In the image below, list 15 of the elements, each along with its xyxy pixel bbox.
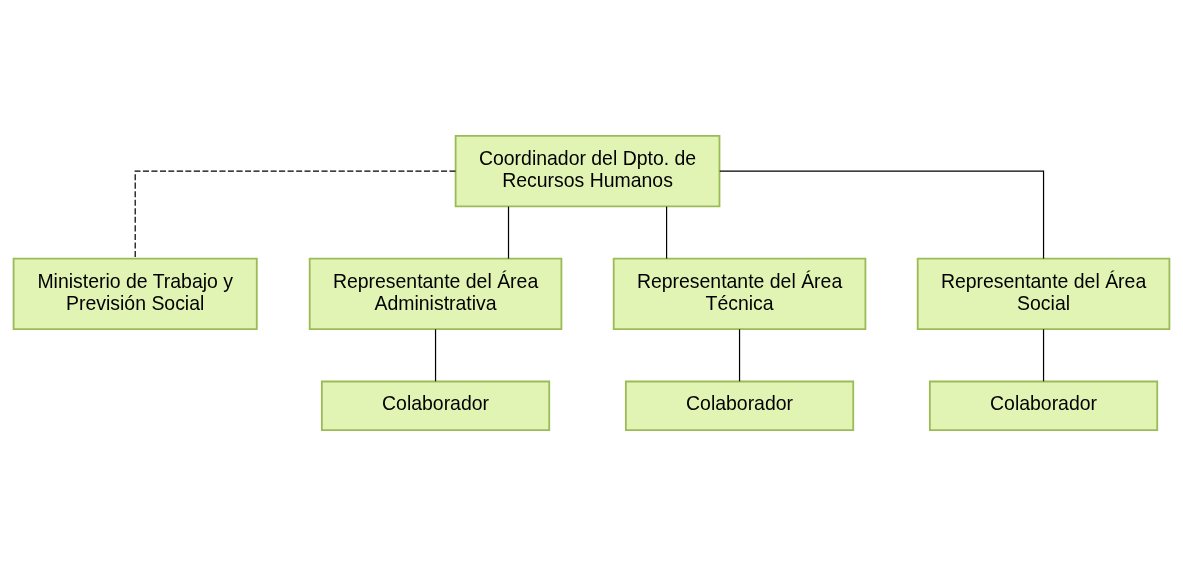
connector: [1042, 328, 1045, 382]
node-box: Colaborador: [624, 380, 855, 432]
node-box: Representante del Área Técnica: [612, 257, 867, 331]
connector: [719, 170, 1045, 260]
connector: [738, 328, 741, 382]
connector: [507, 206, 510, 260]
node-box: Coordinador del Dpto. de Recursos Humanos: [454, 134, 721, 208]
connector: [666, 206, 668, 260]
node-box: Representante del Área Administrativa: [308, 257, 563, 331]
node-box: Ministerio de Trabajo y Previsión Social: [12, 257, 258, 331]
node-box: Colaborador: [320, 380, 551, 432]
connector: [434, 328, 437, 382]
node-box: Representante del Área Social: [916, 257, 1171, 331]
connector: [134, 170, 457, 260]
node-box: Colaborador: [928, 380, 1159, 432]
